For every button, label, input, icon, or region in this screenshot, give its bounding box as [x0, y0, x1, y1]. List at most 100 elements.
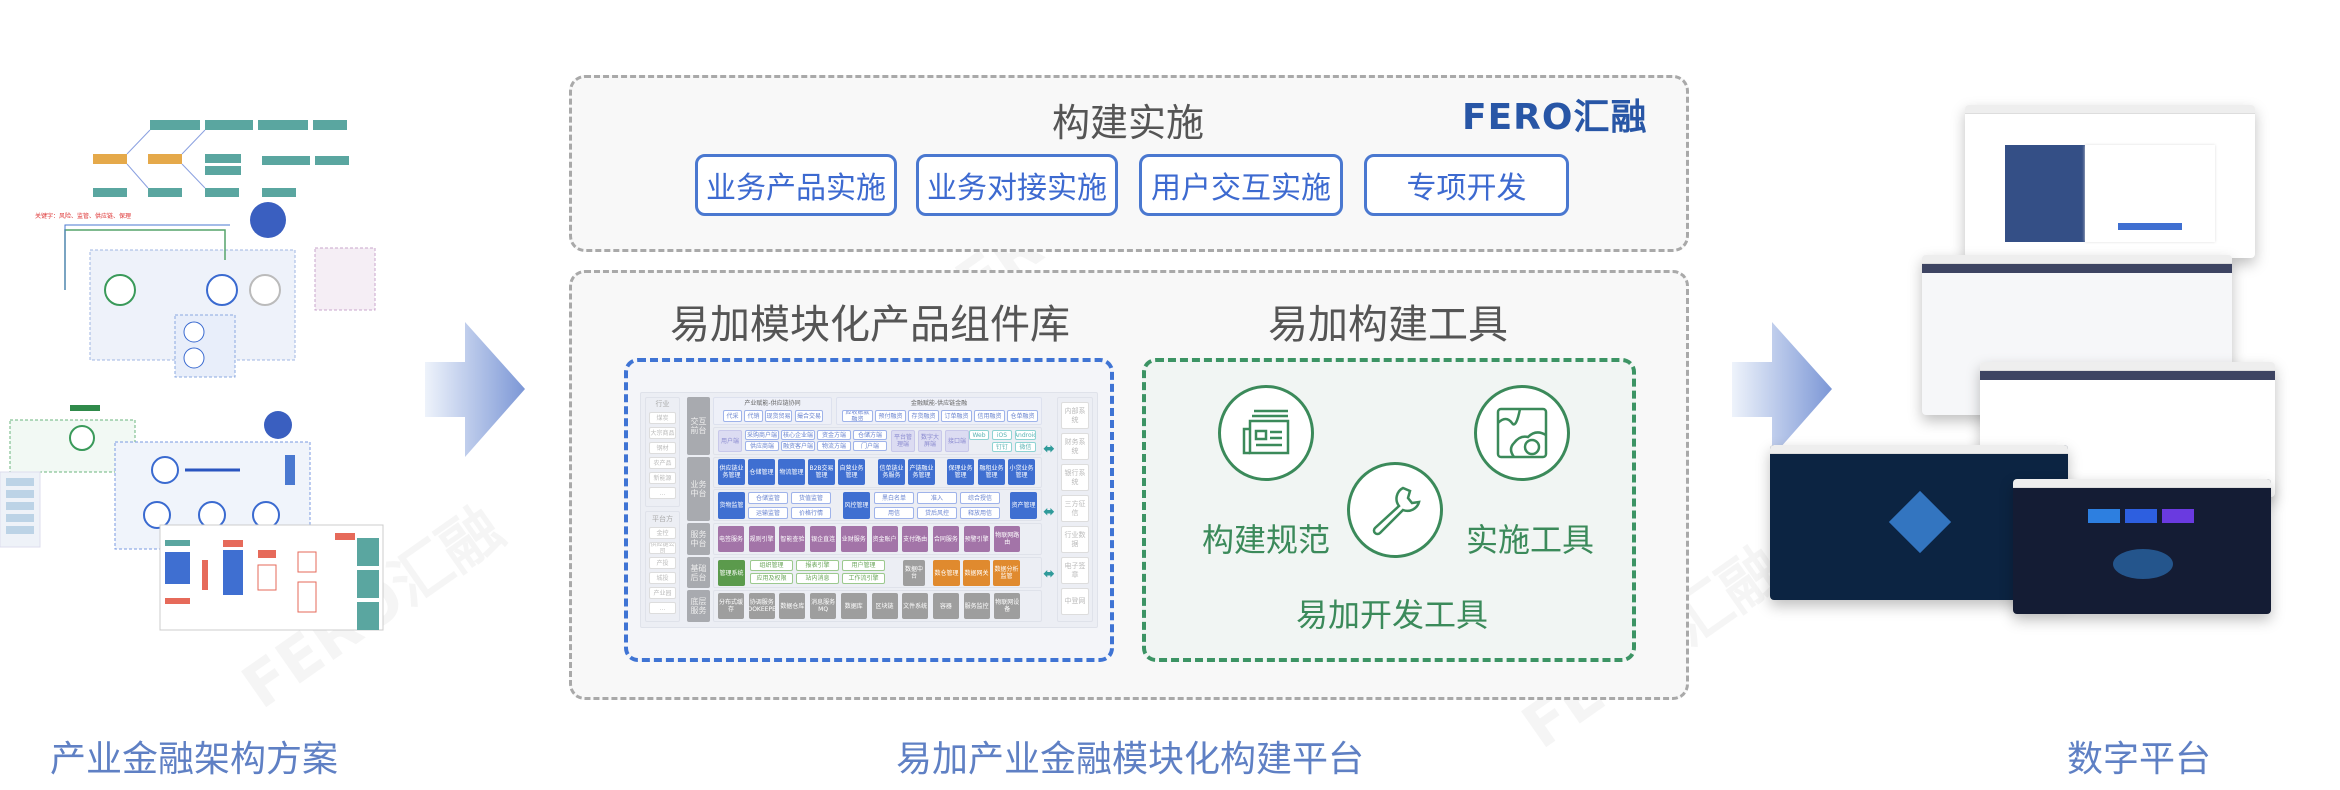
channel-item: 微信: [1015, 442, 1036, 452]
data-center: 数据中台: [903, 560, 925, 586]
arrow-right-icon: [1732, 322, 1832, 457]
user-end-item: 供应商端: [745, 441, 779, 451]
external-system: 三方征信: [1061, 495, 1089, 522]
business-module: 保理业务管理: [947, 459, 974, 485]
industry-item: 钢材: [649, 442, 676, 454]
risk-item: 准入: [917, 492, 957, 504]
industry-item: ...: [649, 487, 676, 499]
industry-service: 现货贸易: [765, 410, 792, 422]
industry-title: 行业: [655, 399, 670, 408]
industry-item: 农产品: [649, 457, 676, 469]
end-item: 接口端: [945, 430, 969, 452]
infra-module: 物联网设备: [994, 593, 1021, 619]
channel-item: iOS: [992, 430, 1012, 440]
end-item: 平台管理端: [891, 430, 915, 452]
service-module: 智能查验: [779, 526, 806, 552]
finance-service: 预付融资: [875, 410, 906, 422]
platform-item: 城投: [649, 572, 676, 584]
data-module: 数仓管理: [933, 560, 960, 586]
platform-item: 金控: [649, 527, 676, 539]
user-end-item: 门户端: [853, 441, 887, 451]
industry-service: 代采: [723, 410, 742, 422]
platform-item: 产业园: [649, 587, 676, 599]
asset-management: 资产管理: [1010, 492, 1037, 519]
user-interaction-implementation-button[interactable]: 用户交互实施: [1139, 154, 1343, 216]
special-development-button[interactable]: 专项开发: [1364, 154, 1569, 216]
service-module: 银企直连: [810, 526, 837, 552]
cargo-item: 运输监管: [748, 507, 788, 519]
cargo-item: 仓储监管: [748, 492, 788, 504]
digital-platform-caption: 数字平台: [2066, 739, 2212, 780]
bidirectional-arrow-icon: ⬌: [1043, 442, 1055, 456]
finance-service: 应收账款融资: [842, 410, 873, 422]
business-module: 物流管理: [778, 459, 805, 485]
platform-item: 供应链公司: [649, 542, 676, 554]
service-module: 业财服务: [840, 526, 867, 552]
infra-module: 消息服务MQ: [810, 593, 837, 619]
data-module: 数据分析监管: [993, 560, 1020, 586]
finance-service: 仓单融资: [1007, 410, 1038, 422]
architecture-diagram-thumbnail: 关键字：风险、监管、供应链、保理: [0, 120, 403, 675]
external-system: 财务系统: [1061, 433, 1089, 460]
finance-service: 存货融资: [908, 410, 939, 422]
service-module: 规则引擎: [748, 526, 775, 552]
external-system: 银行系统: [1061, 464, 1089, 491]
user-end-item: 物流方端: [817, 441, 851, 451]
infra-module: 协调服务ZOOKEEPER: [748, 593, 775, 619]
build-implementation-title: 构建实施: [1051, 101, 1204, 145]
risk-item: 释放用信: [960, 507, 1000, 519]
component-library: 行业煤炭大宗商品钢材农产品新能源...平台方金控供应链公司产投城投产业园...交…: [620, 380, 1120, 670]
layer-label: 基础后台: [687, 557, 710, 588]
layer-label: 业务中台: [687, 457, 710, 521]
arrow-right-icon: [425, 322, 525, 457]
component-library-title: 易加模块化产品组件库: [670, 302, 1070, 348]
risk-item: 用信: [874, 507, 914, 519]
build-spec-icon: [1218, 385, 1314, 481]
external-system: 内部系统: [1061, 402, 1089, 429]
external-system: 行业数据: [1061, 526, 1089, 553]
management-item: 报表引擎: [796, 560, 839, 571]
infra-module: 容器: [932, 593, 959, 619]
business-integration-implementation-button[interactable]: 业务对接实施: [916, 154, 1118, 216]
layer-label: 服务中台: [687, 523, 710, 555]
channel-item: Web: [969, 430, 989, 440]
service-module: 合同服务: [932, 526, 959, 552]
wrench-icon: [1347, 462, 1443, 558]
user-end-item: 核心企业端: [781, 430, 815, 440]
infra-module: 数据库: [840, 593, 867, 619]
platform-title: 平台方: [652, 514, 673, 523]
user-end-item: 仓储方端: [853, 430, 887, 440]
infra-module: 文件系统: [902, 593, 929, 619]
svg-text:关键字：风险、监管、供应链、保理: 关键字：风险、监管、供应链、保理: [35, 212, 131, 220]
industry-item: 大宗商品: [649, 427, 676, 439]
layer-label: 交互前台: [687, 397, 710, 455]
login-screen: [1965, 105, 2255, 258]
industry-service: 代销: [744, 410, 763, 422]
build-spec-label: 构建规范: [1201, 521, 1331, 559]
management-system: 管理系统: [718, 560, 745, 586]
management-item: 工作流引擎: [842, 573, 885, 584]
risk-item: 黑白名单: [874, 492, 914, 504]
management-item: 应用及权限: [750, 573, 793, 584]
industry-item: 新能源: [649, 472, 676, 484]
business-product-implementation-button[interactable]: 业务产品实施: [695, 154, 897, 216]
bidirectional-arrow-icon: ⬌: [1043, 567, 1055, 581]
risk-management: 风控管理: [843, 492, 870, 519]
risk-item: 综合授信: [960, 492, 1000, 504]
user-end-item: 采购商户端: [745, 430, 779, 440]
analytics-screen: [2013, 479, 2271, 614]
management-item: 组织管理: [750, 560, 793, 571]
service-module: 物联网路由: [994, 526, 1021, 552]
business-module: 自营业务管理: [838, 459, 865, 485]
business-module: 仓储管理: [748, 459, 775, 485]
channel-item: Android: [1015, 430, 1036, 440]
infra-module: 数据仓库: [779, 593, 806, 619]
user-end-item: 融资客户端: [781, 441, 815, 451]
cargo-item: 价格行情: [791, 507, 831, 519]
cargo-item: 货值监管: [791, 492, 831, 504]
cargo-supervision: 货物监管: [718, 492, 745, 519]
end-item: 数字大屏端: [918, 430, 942, 452]
business-module: 小贷业务管理: [1008, 459, 1035, 485]
user-end-item: 资金方端: [817, 430, 851, 440]
build-tools-title: 易加构建工具: [1268, 302, 1508, 348]
